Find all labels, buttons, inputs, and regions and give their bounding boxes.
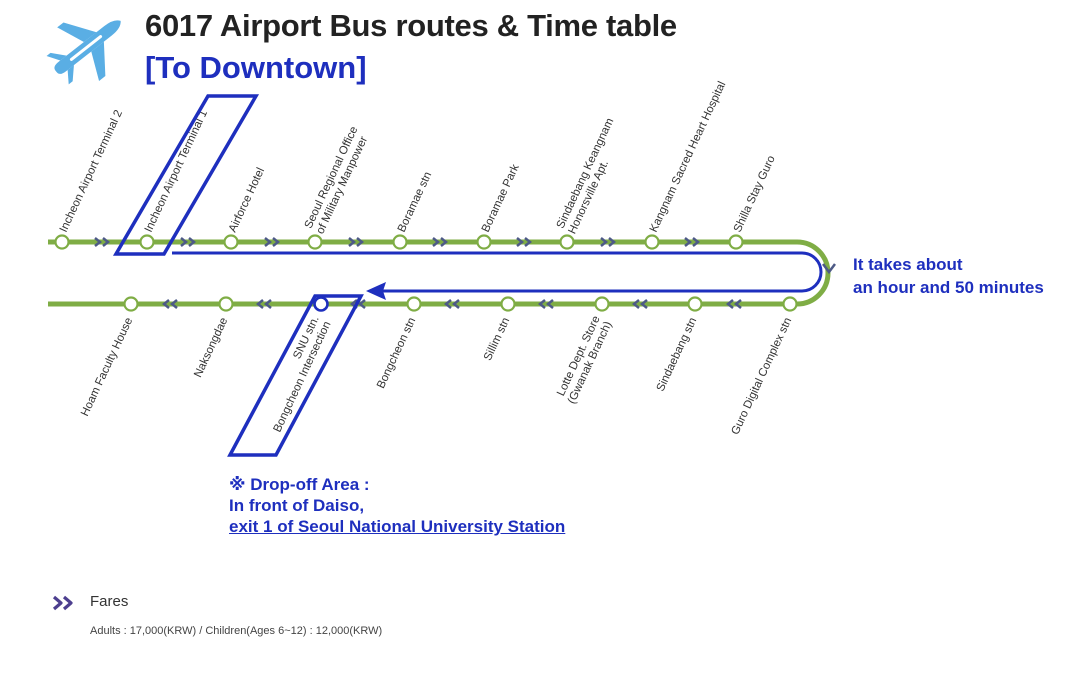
stop-marker-top (728, 234, 744, 250)
stop-marker-bottom (500, 296, 516, 312)
stop-marker-dropoff (313, 296, 329, 312)
stop-label-top: Shilla Stay Guro (732, 154, 778, 234)
stop-marker-top (139, 234, 155, 250)
stop-marker-top (644, 234, 660, 250)
stop-label-top: Sindaebang KeangnamHonorsville Apt. (555, 116, 628, 236)
fares-text: Adults : 17,000(KRW) / Children(Ages 6~1… (90, 625, 383, 637)
double-chevron-right-icon (52, 595, 73, 611)
travel-path-arrowhead (366, 282, 386, 300)
stop-marker-bottom (594, 296, 610, 312)
direction-chevrons (348, 237, 365, 247)
direction-chevrons (94, 237, 111, 247)
stop-label-bottom: Bongcheon stn (375, 316, 418, 391)
direction-chevrons (600, 237, 617, 247)
direction-chevrons (264, 237, 281, 247)
direction-chevrons (684, 237, 701, 247)
stop-label-bottom: Sillim stn (482, 316, 512, 363)
dropoff-note: ※ Drop-off Area : In front of Daiso, exi… (229, 474, 565, 537)
stop-label-top: Seoul Regional Officeof Military Manpowe… (303, 125, 373, 236)
stop-label-bottom: Lotte Dept. Store(Gwanak Branch) (554, 314, 615, 406)
dropoff-title: ※ Drop-off Area : (229, 475, 370, 494)
travel-path-line (172, 251, 823, 293)
direction-chevrons (516, 237, 533, 247)
direction-chevrons (432, 237, 449, 247)
direction-chevrons (631, 299, 648, 309)
stop-label-top: Boramae stn (396, 170, 434, 234)
stop-label-bottom: Naksongdae (192, 316, 230, 380)
stop-marker-top (392, 234, 408, 250)
page-subtitle: [To Downtown] (145, 50, 367, 85)
dropoff-stop-highlight (227, 294, 364, 457)
stop-label-bottom: Guro Digital Complex stn (729, 316, 794, 437)
direction-chevrons (161, 299, 178, 309)
route-line (48, 239, 831, 307)
stop-marker-bottom (687, 296, 703, 312)
travel-time-line-1: It takes about (853, 255, 963, 274)
stop-marker-top (476, 234, 492, 250)
direction-chevrons (180, 237, 197, 247)
travel-time-line-2: an hour and 50 minutes (853, 278, 1044, 297)
stop-label-bottom: Hoam Faculty House (79, 316, 135, 418)
airplane-icon (46, 20, 121, 85)
stop-marker-top (54, 234, 70, 250)
travel-time-note: It takes about an hour and 50 minutes (853, 253, 1044, 299)
direction-chevrons (537, 299, 554, 309)
loop-direction-chevron (822, 263, 836, 275)
stop-marker-bottom (406, 296, 422, 312)
stop-label-top: Boramae Park (480, 162, 522, 234)
stop-marker-top (559, 234, 575, 250)
dropoff-line-2: In front of Daiso, (229, 496, 365, 515)
direction-chevrons (443, 299, 460, 309)
stop-marker-top (307, 234, 323, 250)
stop-marker-bottom (218, 296, 234, 312)
stop-label-top: Airforce Hotel (227, 166, 267, 234)
fares-title: Fares (90, 593, 129, 610)
boarding-stop-highlight (112, 94, 260, 256)
stop-marker-bottom (782, 296, 798, 312)
stop-label-top: Kangnam Sacred Heart Hospital (648, 80, 729, 235)
dropoff-station-link[interactable]: exit 1 of Seoul National University Stat… (229, 517, 566, 536)
stop-marker-top (223, 234, 239, 250)
stop-marker-bottom (123, 296, 139, 312)
page-title: 6017 Airport Bus routes & Time table (145, 8, 677, 43)
direction-chevrons (255, 299, 272, 309)
stop-label-top: Incheon Airport Terminal 2 (58, 108, 125, 234)
stop-label-top: Incheon Airport Terminal 1 (143, 108, 210, 234)
direction-chevrons (725, 299, 742, 309)
stop-label-bottom: Sindaebang stn (655, 316, 700, 394)
